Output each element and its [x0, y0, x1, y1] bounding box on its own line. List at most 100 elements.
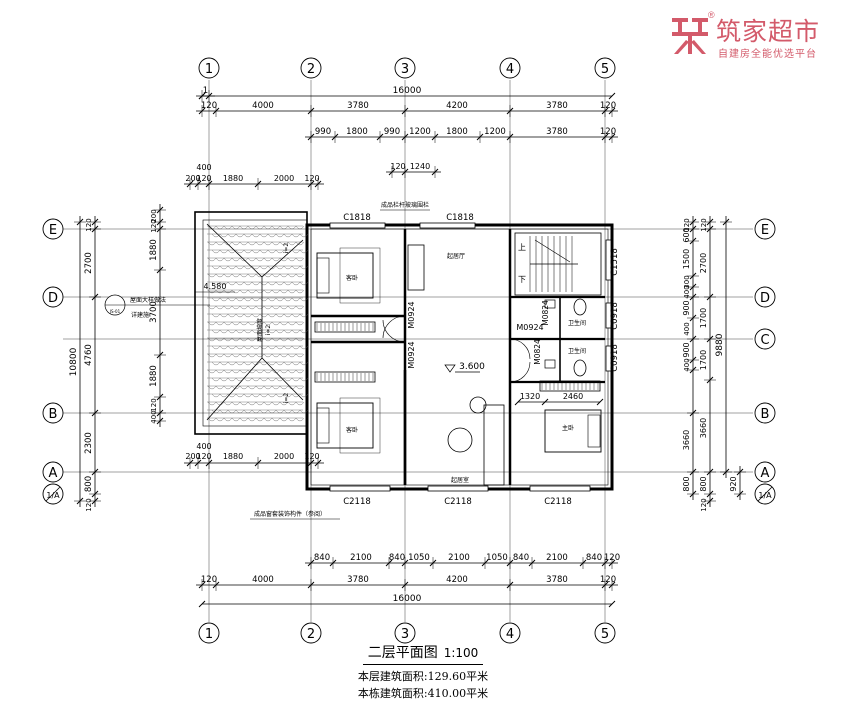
tile [299, 265, 309, 270]
tile [291, 297, 301, 302]
tile [235, 265, 245, 270]
tile [247, 369, 257, 374]
axis-label-left: D [48, 291, 58, 306]
axis-bubble-right [754, 218, 776, 240]
terrace-parapet-inner [202, 219, 308, 427]
terrace-parapet [194, 211, 308, 435]
tile [243, 313, 253, 318]
tile [251, 409, 261, 414]
tile [287, 225, 297, 230]
tile [263, 385, 273, 390]
tile [227, 313, 237, 318]
tile [239, 385, 249, 390]
tile [211, 345, 221, 350]
dim-text: 1240 [410, 162, 430, 171]
title-underline [363, 664, 483, 665]
tile [239, 241, 249, 246]
dim-text-vertical: 4760 [84, 344, 94, 366]
dim-text: 120 [600, 127, 616, 137]
dim-text: 990 [384, 127, 400, 137]
tile [295, 385, 305, 390]
tile [215, 273, 225, 278]
tile [219, 393, 229, 398]
tile [287, 257, 297, 262]
tile [231, 353, 241, 358]
dim-text-vertical: 900 [682, 342, 691, 357]
tile [223, 273, 233, 278]
tile [299, 393, 309, 398]
tile [227, 297, 237, 302]
tile [243, 377, 253, 382]
tile [231, 337, 241, 342]
tile [299, 313, 309, 318]
door-swing [509, 338, 531, 360]
tile [211, 233, 221, 238]
tile [267, 281, 277, 286]
tile [259, 345, 269, 350]
tile [235, 361, 245, 366]
dim-text-vertical: 300 [683, 275, 691, 288]
tile [251, 265, 261, 270]
tile [215, 369, 225, 374]
round-table [447, 427, 473, 453]
window-c2118 [529, 485, 591, 492]
tile [219, 281, 229, 286]
dim-text: 1 [203, 86, 208, 96]
axis-label-top: 2 [307, 62, 315, 77]
dim-tick [198, 600, 206, 608]
elev-text: 4.580 [204, 282, 227, 291]
tile [295, 225, 305, 230]
tile [279, 369, 289, 374]
tile [227, 377, 237, 382]
tile [247, 225, 257, 230]
tile [287, 289, 297, 294]
tile [251, 297, 261, 302]
dim-text: 840 [314, 553, 330, 563]
tile [259, 265, 269, 270]
stair-down-label: 下 [518, 275, 526, 284]
room-label: 起居室 [451, 476, 469, 484]
tile [235, 233, 245, 238]
tile [283, 345, 293, 350]
note-bottom: 成品窗套装饰构件（参阅） [254, 510, 326, 518]
logo-mark-icon [672, 18, 708, 54]
room-label: 卫生间 [568, 347, 586, 355]
dim-text: 120 [201, 575, 217, 585]
tile [263, 241, 273, 246]
window-c1818 [329, 222, 386, 229]
window-label: C2118 [343, 497, 371, 507]
tile [219, 377, 229, 382]
axis-label-top: 1 [205, 62, 213, 77]
tile [255, 305, 265, 310]
tile [223, 337, 233, 342]
tile [215, 241, 225, 246]
tile [219, 361, 229, 366]
tile [235, 313, 245, 318]
axis-label-right: C [760, 333, 769, 348]
axis-bubble-bottom [300, 622, 322, 644]
exterior-wall-inner [310, 228, 609, 486]
tile [255, 273, 265, 278]
dim-text: 200 [185, 452, 200, 461]
dim-text: 1880 [223, 174, 243, 183]
tile [291, 313, 301, 318]
tile [231, 241, 241, 246]
dim-text-vertical: 120 [85, 498, 93, 511]
dim-text: 4200 [446, 575, 468, 585]
tile [267, 249, 277, 254]
tile [247, 241, 257, 246]
axis-label-left: E [49, 223, 57, 238]
tile [275, 313, 285, 318]
pillow [316, 257, 330, 294]
tile [295, 321, 305, 326]
dim-text-vertical: 2700 [699, 253, 708, 273]
sofa-family-room [483, 404, 505, 486]
window-c0918 [605, 345, 612, 372]
sub-axis-slash [757, 486, 773, 502]
detail-note: 详建施 [131, 311, 149, 319]
dim-tick [198, 92, 206, 100]
tile [295, 305, 305, 310]
dim-text-vertical: 2300 [84, 432, 94, 454]
tile [267, 233, 277, 238]
closet [539, 380, 601, 392]
